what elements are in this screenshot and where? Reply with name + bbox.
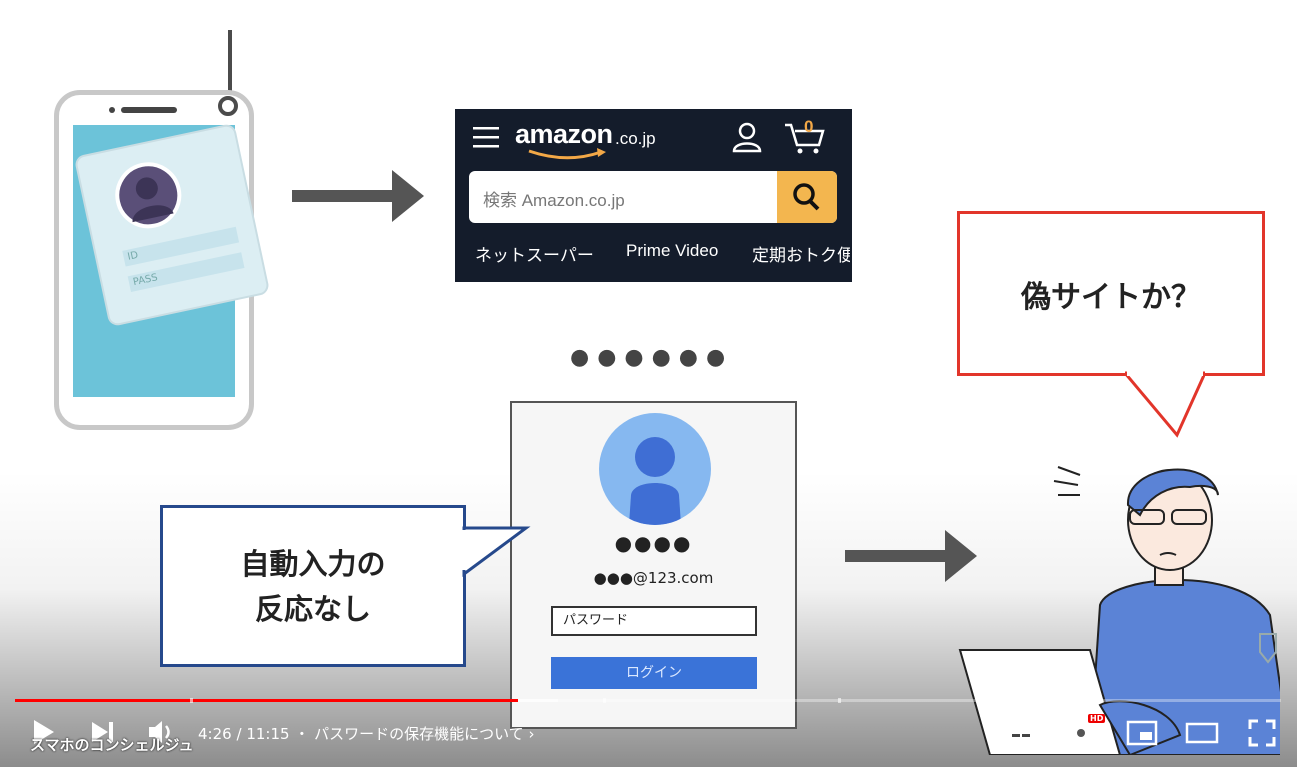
miniplayer-icon (1126, 720, 1158, 746)
phone-speaker (121, 107, 177, 113)
amazon-domain: .co.jp (615, 129, 656, 148)
red-speech-bubble: 偽サイトか？ (957, 211, 1265, 376)
phone-camera (109, 107, 115, 113)
amazon-nav-item: ネットスーパー (475, 246, 594, 265)
bubble-tail (1121, 371, 1208, 443)
play-button[interactable] (30, 718, 56, 750)
login-email: ●●●@123.com (593, 569, 714, 587)
amazon-nav-item: 定期おトク便 (752, 246, 850, 265)
search-icon (793, 183, 820, 211)
login-username: ●●●● (614, 531, 693, 555)
chapter-marker (190, 698, 193, 703)
cart-icon (783, 119, 827, 159)
amazon-search-button (777, 171, 837, 223)
time-separator: / (236, 725, 242, 743)
hamburger-menu-icon (473, 125, 501, 153)
subtitles-button[interactable] (1005, 718, 1037, 750)
amazon-search-placeholder: 検索 Amazon.co.jp (483, 191, 625, 210)
amazon-page-image: amazon .co.jp 0 検索 Amazon.co.jp ネットスーパー … (455, 109, 852, 282)
play-icon (34, 720, 54, 744)
gear-icon (1068, 720, 1094, 746)
fullscreen-button[interactable] (1247, 718, 1277, 752)
login-button: ログイン (551, 657, 757, 689)
confused-person-illustration (950, 455, 1292, 759)
hd-badge: HD (1088, 714, 1106, 723)
chapter-marker (603, 698, 606, 703)
amazon-smile-icon (527, 147, 607, 166)
subtitles-icon (1007, 722, 1035, 742)
id-card-illustration: ID PASS (76, 125, 268, 325)
progress-played (15, 699, 518, 702)
fishing-line (228, 30, 232, 102)
chapter-sep: ・ (294, 725, 310, 743)
chapter-title[interactable]: パスワードの保存機能について (314, 725, 524, 743)
blue-bubble-text: 自動入力の 反応なし (163, 542, 463, 632)
volume-icon (149, 721, 170, 743)
blue-bubble-tail (462, 524, 532, 584)
chapter-marker (838, 698, 841, 703)
login-password-field: パスワード (551, 606, 757, 636)
progress-track[interactable] (15, 699, 1281, 702)
amazon-logo: amazon (515, 119, 613, 149)
arrow-right-icon (845, 530, 977, 586)
red-bubble-text: 偽サイトか？ (1021, 280, 1201, 315)
settings-button[interactable] (1066, 718, 1096, 752)
theater-icon (1185, 722, 1219, 744)
chevron-right-icon[interactable]: › (528, 725, 535, 743)
time-total: 11:15 (246, 725, 290, 743)
skip-next-icon (92, 722, 113, 742)
blue-speech-bubble: 自動入力の 反応なし (160, 505, 466, 667)
arrow-right-icon (292, 170, 424, 226)
theater-mode-button[interactable] (1185, 720, 1219, 750)
amazon-search-box: 検索 Amazon.co.jp (469, 171, 837, 223)
avatar-icon (109, 156, 188, 235)
chapter-marker (981, 698, 984, 703)
cart-count: 0 (804, 117, 814, 136)
miniplayer-button[interactable] (1126, 720, 1158, 750)
fishing-hook-icon (218, 96, 238, 116)
password-dots: ●●●●●● (570, 345, 734, 370)
channel-logo (1250, 632, 1286, 690)
channel-watermark: スマホのコンシェルジュ (30, 736, 194, 754)
blue-bubble-line: 自動入力の (240, 547, 386, 581)
next-button[interactable] (90, 720, 116, 748)
user-avatar-icon (599, 413, 711, 525)
volume-button[interactable] (147, 718, 177, 750)
time-current: 4:26 (198, 725, 232, 743)
fullscreen-icon (1248, 719, 1276, 747)
login-form-illustration: ●●●● ●●●@123.com パスワード ログイン (510, 401, 797, 729)
blue-bubble-line: 反応なし (254, 592, 371, 626)
time-display: 4:26 / 11:15 ・ パスワードの保存機能について › (198, 723, 534, 744)
account-icon (731, 121, 763, 157)
amazon-nav-item: Prime Video (626, 241, 719, 260)
